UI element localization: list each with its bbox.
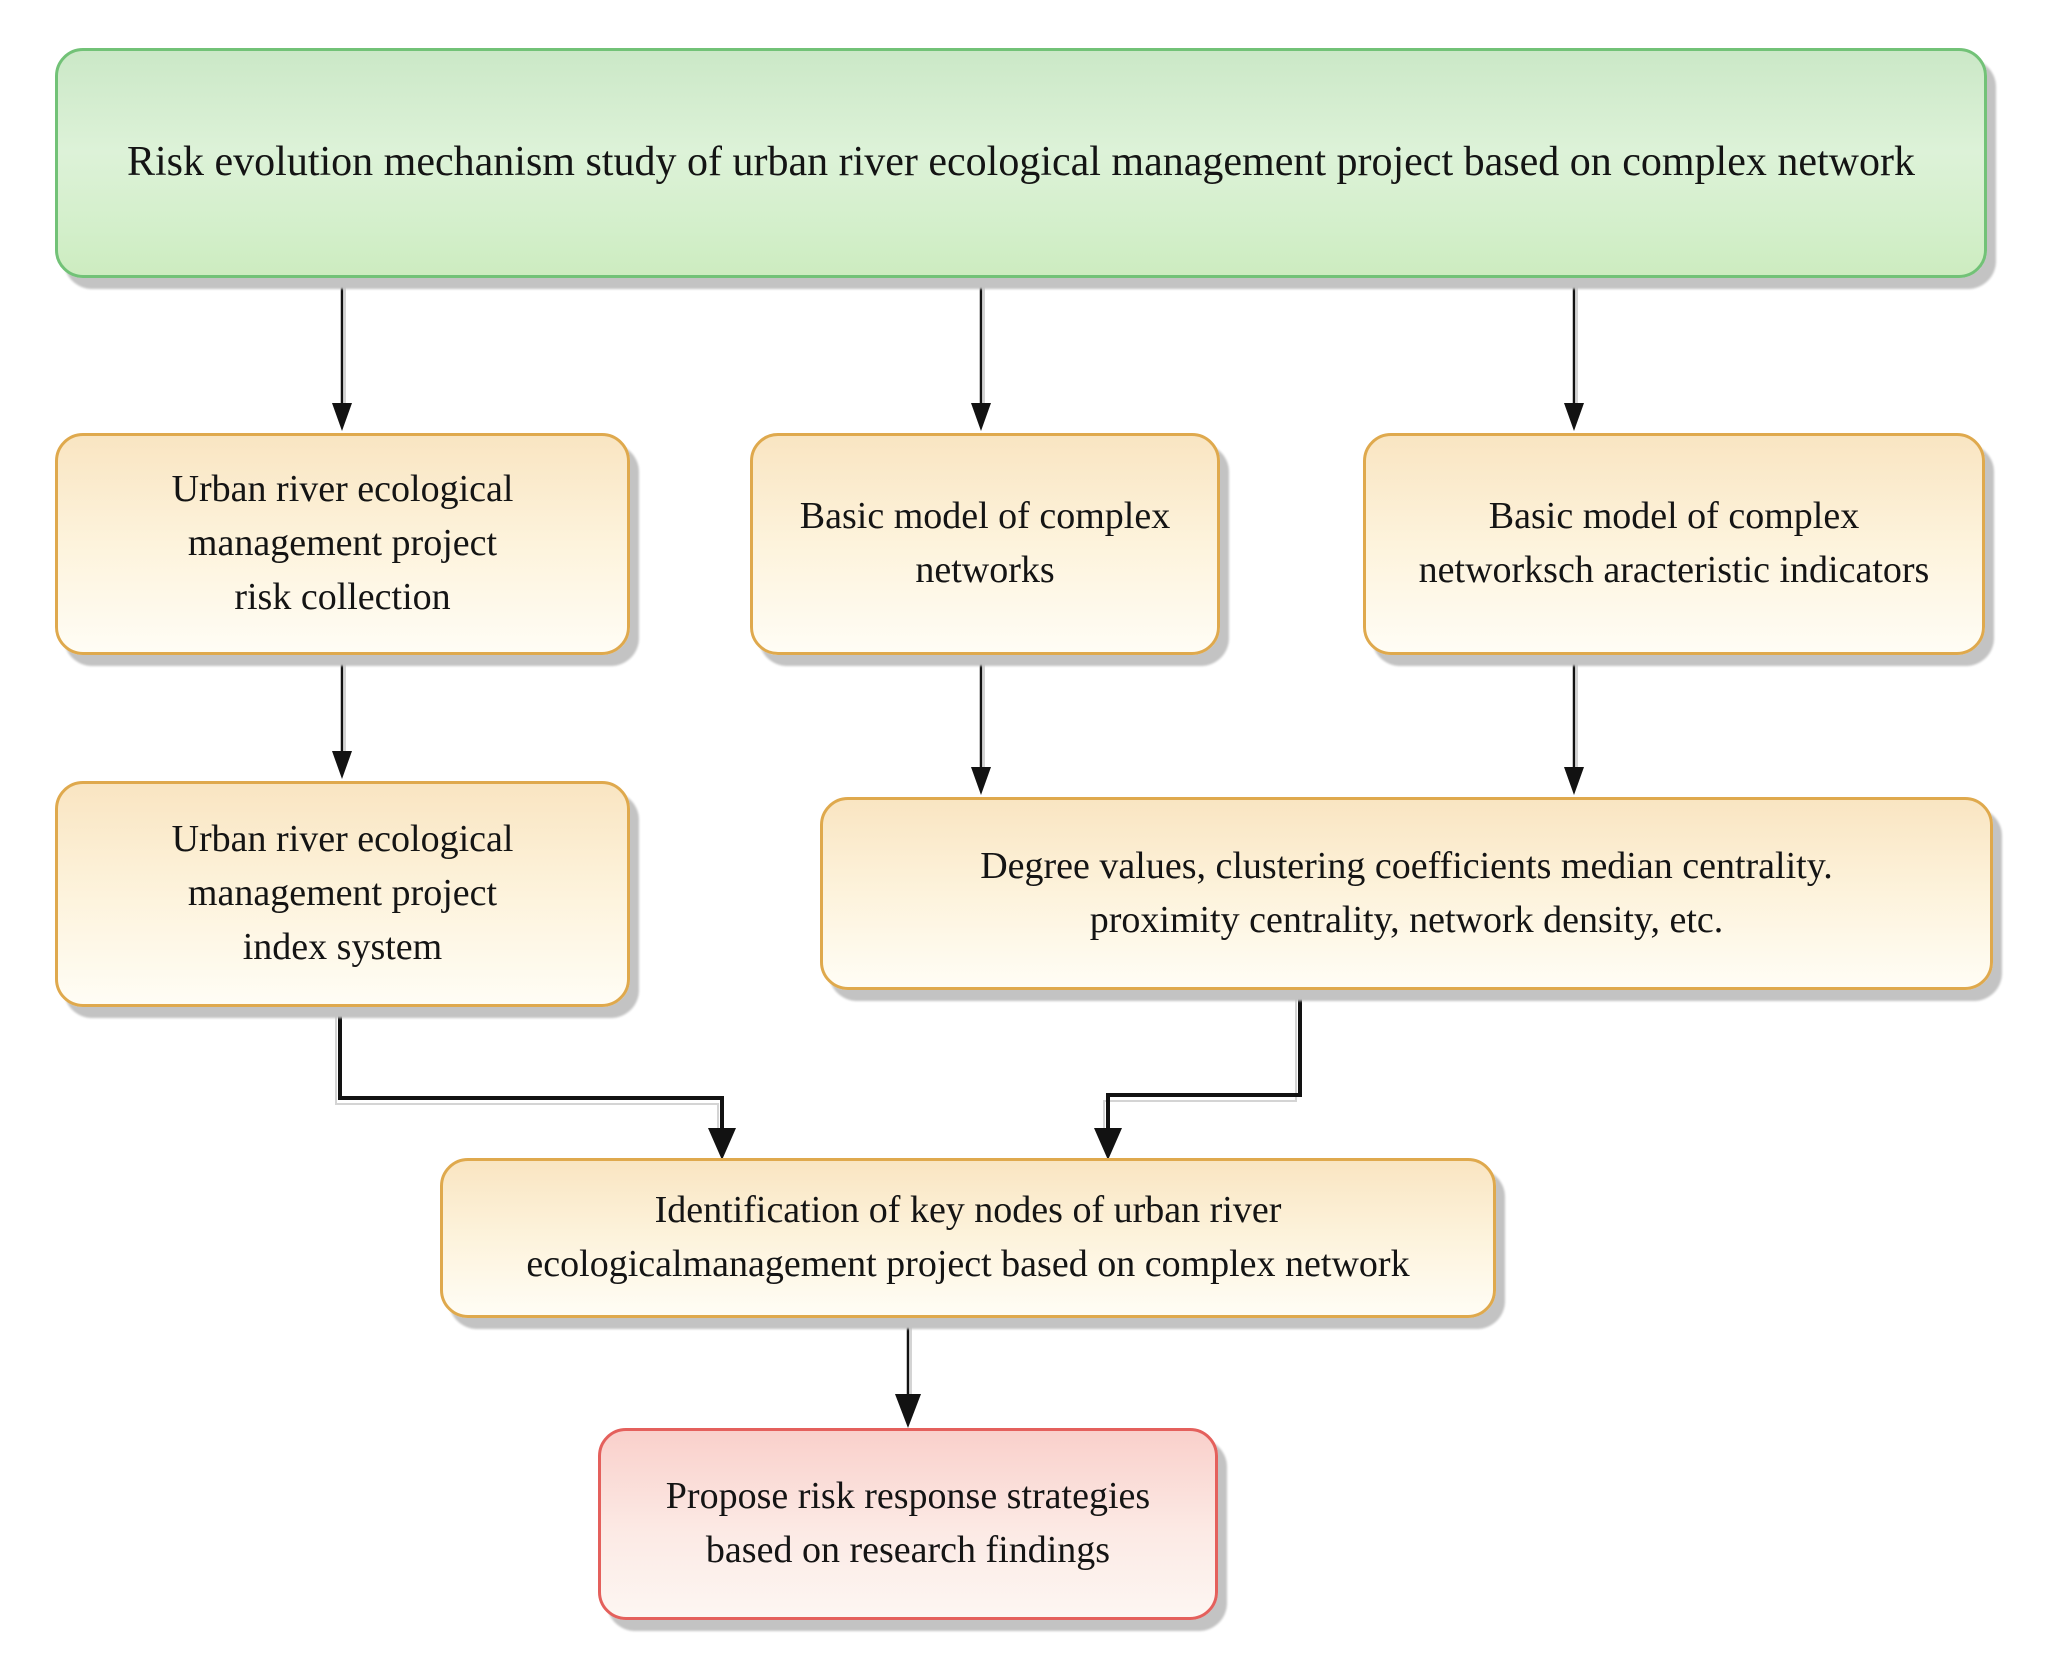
node-characteristic-indicators: Basic model of complex networksch aracte…	[1363, 433, 1985, 655]
node-root-label: Risk evolution mechanism study of urban …	[127, 139, 1915, 186]
node-strategies-label: Propose risk response strategies based o…	[665, 1475, 1151, 1571]
node-indicator-values-label: Degree values, clustering coefficients m…	[980, 844, 1833, 941]
arrow-indicator-values-to-key-nodes	[1094, 992, 1302, 1160]
node-basic-model-label: Basic model of complex networks	[799, 495, 1171, 591]
arrow-index-system-to-key-nodes	[335, 1009, 736, 1160]
node-key-nodes: Identification of key nodes of urban riv…	[440, 1158, 1496, 1318]
arrow-risk-collection-to-index-system	[332, 659, 352, 779]
node-index-system: Urban river ecological management projec…	[55, 781, 630, 1007]
node-index-system-label: Urban river ecological management projec…	[171, 818, 514, 968]
node-strategies: Propose risk response strategies based o…	[598, 1428, 1218, 1620]
node-indicator-values: Degree values, clustering coefficients m…	[820, 797, 1993, 990]
arrow-characteristic-indicators-to-indicator-values	[1564, 659, 1584, 795]
arrow-root-to-risk-collection	[332, 282, 352, 431]
node-characteristic-indicators-label: Basic model of complex networksch aracte…	[1418, 495, 1930, 591]
arrow-root-to-basic-model	[971, 282, 991, 431]
node-basic-model: Basic model of complex networks	[750, 433, 1220, 655]
arrow-key-nodes-to-strategies	[895, 1320, 921, 1428]
arrow-root-to-characteristic-indicators	[1564, 282, 1584, 431]
node-risk-collection-label: Urban river ecological management projec…	[171, 468, 514, 618]
node-key-nodes-label: Identification of key nodes of urban riv…	[526, 1189, 1410, 1285]
arrow-basic-model-to-indicator-values	[971, 659, 991, 795]
node-root: Risk evolution mechanism study of urban …	[55, 48, 1987, 278]
node-risk-collection: Urban river ecological management projec…	[55, 433, 630, 655]
